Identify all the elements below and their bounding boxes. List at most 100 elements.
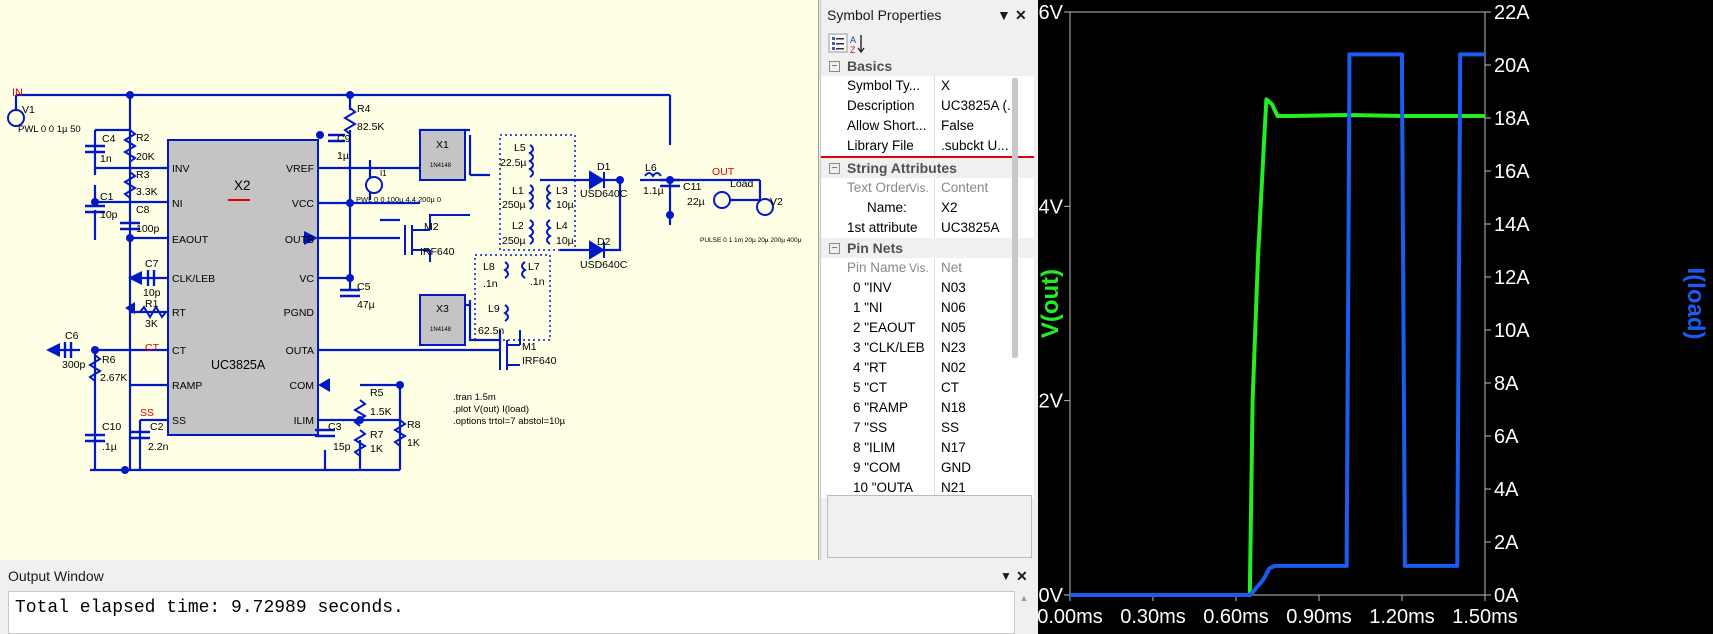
section-string-attributes[interactable]: − String Attributes bbox=[821, 158, 1034, 178]
c11-plates[interactable] bbox=[660, 178, 680, 188]
prop-value[interactable]: X bbox=[934, 76, 1023, 96]
r4-zigzag[interactable] bbox=[343, 107, 357, 135]
prop-value[interactable]: False bbox=[934, 116, 1023, 136]
ic-uc3825a[interactable] bbox=[167, 139, 319, 436]
collapse-icon[interactable]: − bbox=[829, 163, 840, 174]
series-line-vout[interactable] bbox=[1070, 97, 1485, 597]
ground-clk bbox=[128, 271, 142, 285]
pin-net[interactable]: N05 bbox=[934, 318, 1023, 338]
pin-net[interactable]: CT bbox=[934, 378, 1023, 398]
close-icon[interactable]: ✕ bbox=[1015, 7, 1027, 23]
prop-row[interactable]: Allow Short...False bbox=[821, 116, 1034, 136]
output-scroll-up-icon[interactable]: ▲ bbox=[1017, 593, 1031, 633]
l7-coil[interactable] bbox=[521, 261, 527, 279]
m2-mosfet[interactable] bbox=[404, 214, 470, 262]
v1-source[interactable] bbox=[7, 109, 25, 127]
d2-diode[interactable] bbox=[589, 240, 605, 260]
close-icon[interactable]: ✕ bbox=[1016, 568, 1028, 584]
r8-zigzag[interactable] bbox=[393, 419, 407, 447]
l9-coil[interactable] bbox=[503, 304, 509, 322]
c3-plates[interactable] bbox=[315, 428, 335, 438]
x1-block[interactable] bbox=[419, 129, 466, 181]
l4-coil[interactable] bbox=[546, 219, 552, 245]
pin-net[interactable]: N17 bbox=[934, 438, 1023, 458]
prop-value[interactable]: UC3825A (... bbox=[934, 96, 1023, 116]
plot-canvas[interactable]: 0V2V4V6V0A2A4A6A8A10A12A14A16A18A20A22A0… bbox=[1038, 0, 1713, 634]
load-source[interactable] bbox=[713, 191, 731, 209]
r6-zigzag[interactable] bbox=[88, 354, 102, 382]
collapse-icon[interactable]: − bbox=[829, 61, 840, 72]
pin-net[interactable]: N02 bbox=[934, 358, 1023, 378]
categorized-view-icon[interactable] bbox=[828, 33, 848, 53]
c6-plates[interactable] bbox=[63, 342, 73, 358]
d1-diode[interactable] bbox=[589, 170, 605, 190]
l3-coil[interactable] bbox=[546, 184, 552, 210]
r3-zigzag[interactable] bbox=[123, 171, 137, 199]
wire-gnd[interactable] bbox=[90, 440, 400, 472]
dropdown-arrow-icon[interactable]: ▼ bbox=[1000, 569, 1012, 583]
prop-value[interactable]: X2 bbox=[934, 198, 1023, 218]
prop-value[interactable]: UC3825A bbox=[934, 218, 1023, 238]
collapse-icon[interactable]: − bbox=[829, 243, 840, 254]
c1-plates[interactable] bbox=[85, 204, 105, 214]
l6-coil[interactable] bbox=[644, 172, 662, 178]
properties-scrollbar[interactable] bbox=[1012, 78, 1018, 358]
v2-source[interactable] bbox=[756, 198, 774, 216]
c8-plates[interactable] bbox=[120, 221, 140, 231]
c2-plates[interactable] bbox=[130, 430, 150, 440]
pin-net[interactable]: N21 bbox=[934, 478, 1023, 498]
schematic-canvas[interactable]: IN V1 PWL 0 0 1µ 50 C4 1n R2 20K R3 3.3K… bbox=[0, 0, 819, 560]
pin-net[interactable]: N03 bbox=[934, 278, 1023, 298]
pin-net[interactable]: N06 bbox=[934, 298, 1023, 318]
section-pin-nets[interactable]: − Pin Nets bbox=[821, 238, 1034, 258]
r5-zigzag[interactable] bbox=[353, 399, 367, 427]
c5-plates[interactable] bbox=[340, 288, 360, 298]
c4-plates[interactable] bbox=[85, 144, 105, 154]
r7-zigzag[interactable] bbox=[353, 429, 367, 457]
output-text-area[interactable]: Total elapsed time: 9.72989 seconds. bbox=[8, 591, 1015, 634]
section-basics[interactable]: − Basics bbox=[821, 56, 1034, 76]
l2-coil[interactable] bbox=[528, 219, 534, 245]
r1-zigzag[interactable] bbox=[139, 305, 167, 319]
pin-net[interactable]: GND bbox=[934, 458, 1023, 478]
i1-source[interactable] bbox=[365, 176, 383, 194]
prop-row[interactable]: Library File.subckt U... bbox=[821, 136, 1034, 158]
wire-in-bus[interactable] bbox=[14, 93, 672, 145]
wire-fb[interactable] bbox=[95, 95, 168, 470]
prop-row[interactable]: Symbol Ty...X bbox=[821, 76, 1034, 96]
sort-alphabetical-icon[interactable]: A Z bbox=[850, 35, 865, 55]
prop-row[interactable]: Name:X2 bbox=[821, 198, 1034, 218]
c10-plates[interactable] bbox=[85, 433, 105, 443]
pin-net[interactable]: N18 bbox=[934, 398, 1023, 418]
pin-net[interactable]: SS bbox=[934, 418, 1023, 438]
prop-value[interactable]: .subckt U... bbox=[934, 136, 1023, 156]
c7-plates[interactable] bbox=[146, 270, 156, 286]
series-line-iload[interactable] bbox=[1070, 52, 1485, 597]
l5-coil[interactable] bbox=[528, 144, 534, 178]
r2-zigzag[interactable] bbox=[123, 129, 137, 163]
dropdown-arrow-icon[interactable]: ▼ bbox=[997, 7, 1011, 23]
r1-value: 3K bbox=[145, 318, 158, 330]
x3-block[interactable] bbox=[419, 294, 466, 346]
l8-coil[interactable] bbox=[503, 261, 509, 279]
m1-mosfet[interactable] bbox=[499, 330, 521, 370]
schematic-editor[interactable]: IN V1 PWL 0 0 1µ 50 C4 1n R2 20K R3 3.3K… bbox=[0, 0, 819, 560]
c9-plates[interactable] bbox=[328, 133, 345, 143]
l1-coil[interactable] bbox=[528, 184, 534, 210]
c7-label: C7 bbox=[145, 258, 159, 270]
pin-net[interactable]: N23 bbox=[934, 338, 1023, 358]
